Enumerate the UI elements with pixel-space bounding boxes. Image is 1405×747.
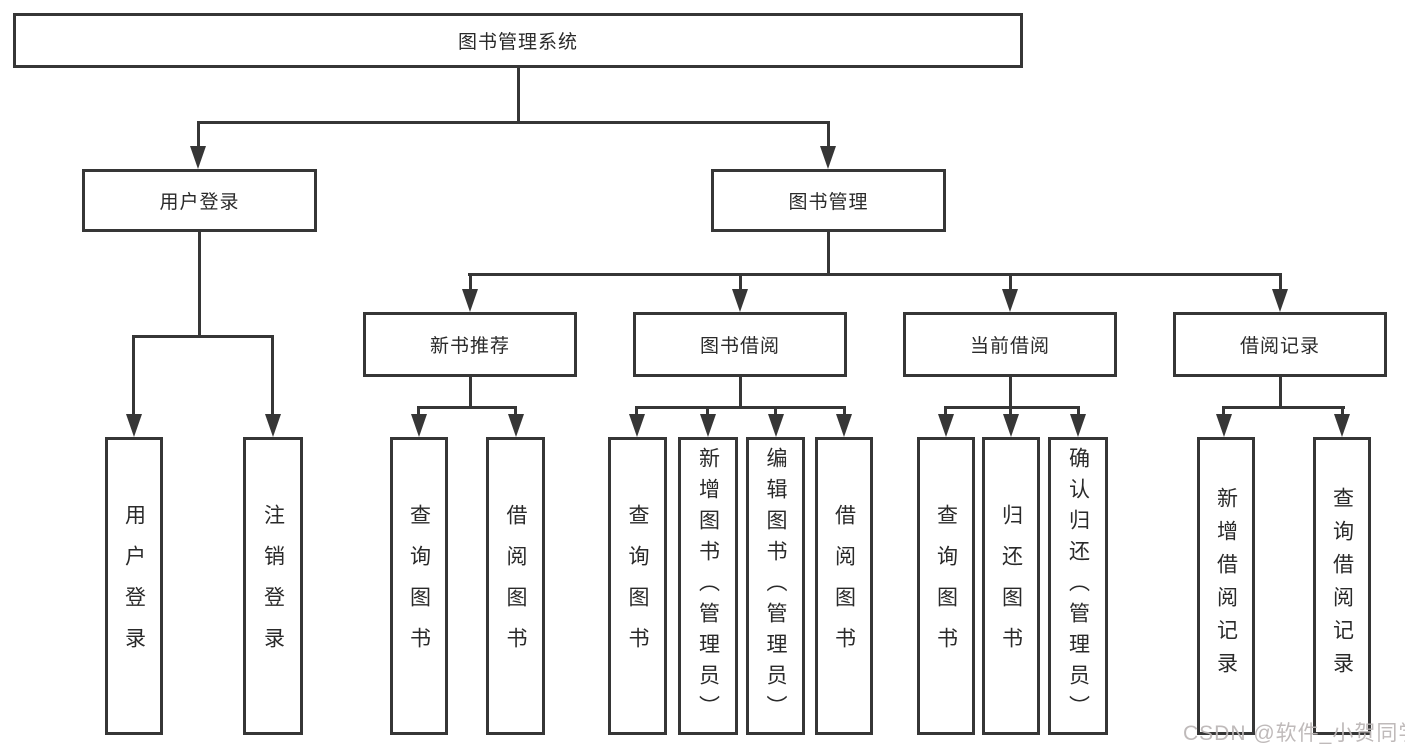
connector-br-query-stem — [1341, 406, 1344, 416]
connector-user-login-down — [198, 232, 201, 335]
connector-book-mgmt-down — [827, 232, 830, 273]
leaf-cb-return-books: 归还图书 — [982, 437, 1040, 735]
leaf-logout: 注销登录 — [243, 437, 303, 735]
leaf-br-query-record: 查询借阅记录 — [1313, 437, 1371, 735]
node-borrow-records: 借阅记录 — [1173, 312, 1387, 377]
connector-borrow-records-rail — [1222, 406, 1345, 409]
connector-cb-return-stem — [1009, 406, 1012, 416]
arrow-to-bb-borrow — [836, 414, 852, 437]
connector-new-books-stem — [469, 273, 472, 293]
connector-cb-confirm-stem — [1077, 406, 1080, 416]
connector-new-books-down — [469, 377, 472, 406]
leaf-nb-query-books: 查询图书 — [390, 437, 448, 735]
connector-nb-query-stem — [417, 406, 420, 416]
node-current-borrow: 当前借阅 — [903, 312, 1117, 377]
leaf-bb-query-books-label: 查询图书 — [626, 504, 649, 668]
node-new-books: 新书推荐 — [363, 312, 577, 377]
arrow-to-bb-edit — [768, 414, 784, 437]
leaf-bb-query-books: 查询图书 — [608, 437, 667, 735]
connector-leaf-login-stem — [132, 335, 135, 415]
connector-new-books-rail — [417, 406, 517, 409]
arrow-to-cb-return — [1003, 414, 1019, 437]
arrow-to-cb-query — [938, 414, 954, 437]
arrow-to-new-books — [462, 289, 478, 312]
arrow-to-bb-add — [700, 414, 716, 437]
leaf-bb-edit-books: 编辑图书（管理员） — [746, 437, 805, 735]
leaf-nb-query-books-label: 查询图书 — [407, 504, 431, 668]
connector-bb-edit-stem — [774, 406, 777, 416]
leaf-user-login-label: 用户登录 — [122, 504, 146, 668]
node-book-mgmt-label: 图书管理 — [788, 192, 869, 213]
connector-borrow-records-stem — [1279, 273, 1282, 293]
connector-book-borrow-rail — [635, 406, 846, 409]
connector-root-stem — [517, 68, 520, 121]
arrow-to-nb-query — [411, 414, 427, 437]
leaf-user-login: 用户登录 — [105, 437, 163, 735]
arrow-to-bb-query — [629, 414, 645, 437]
arrow-to-leaf-login — [126, 414, 142, 437]
leaf-cb-confirm-return: 确认归还（管理员） — [1048, 437, 1108, 735]
leaf-logout-label: 注销登录 — [261, 504, 285, 668]
connector-current-borrow-down — [1009, 377, 1012, 406]
node-root: 图书管理系统 — [13, 13, 1023, 68]
node-user-login-label: 用户登录 — [159, 192, 240, 213]
leaf-bb-borrow-books-label: 借阅图书 — [832, 504, 856, 668]
connector-level2-rail — [197, 121, 830, 124]
leaf-br-add-record-label: 新增借阅记录 — [1214, 487, 1238, 685]
leaf-nb-borrow-books: 借阅图书 — [486, 437, 545, 735]
node-book-borrow: 图书借阅 — [633, 312, 847, 377]
connector-book-borrow-down — [739, 377, 742, 406]
arrow-to-borrow-records — [1272, 289, 1288, 312]
connector-bb-add-stem — [706, 406, 709, 416]
node-book-borrow-label: 图书借阅 — [699, 336, 780, 357]
node-borrow-records-label: 借阅记录 — [1239, 336, 1320, 357]
csdn-watermark: CSDN @软件_小贺同学 — [1183, 722, 1405, 745]
connector-bb-borrow-stem — [843, 406, 846, 416]
node-book-mgmt: 图书管理 — [711, 169, 946, 232]
leaf-bb-borrow-books: 借阅图书 — [815, 437, 873, 735]
arrow-to-book-mgmt — [820, 146, 836, 169]
connector-level3-rail — [468, 273, 1281, 276]
arrow-to-nb-borrow — [508, 414, 524, 437]
connector-user-login-stem — [197, 121, 200, 150]
leaf-bb-add-books: 新增图书（管理员） — [678, 437, 738, 735]
leaf-bb-edit-books-label: 编辑图书（管理员） — [764, 446, 787, 726]
leaf-nb-borrow-books-label: 借阅图书 — [504, 504, 527, 668]
arrow-to-current-borrow — [1002, 289, 1018, 312]
connector-book-borrow-stem — [739, 273, 742, 293]
leaf-cb-confirm-return-label: 确认归还（管理员） — [1066, 446, 1090, 726]
arrow-to-cb-confirm — [1070, 414, 1086, 437]
leaf-br-query-record-label: 查询借阅记录 — [1330, 487, 1354, 685]
leaf-cb-return-books-label: 归还图书 — [999, 504, 1023, 668]
connector-borrow-records-down — [1279, 377, 1282, 406]
connector-nb-borrow-stem — [514, 406, 517, 416]
connector-current-borrow-stem — [1009, 273, 1012, 293]
connector-leaf-logout-stem — [271, 335, 274, 415]
arrow-to-book-borrow — [732, 289, 748, 312]
arrow-to-br-query — [1334, 414, 1350, 437]
connector-br-add-stem — [1222, 406, 1225, 416]
connector-book-mgmt-stem — [827, 121, 830, 150]
leaf-bb-add-books-label: 新增图书（管理员） — [696, 446, 720, 726]
leaf-br-add-record: 新增借阅记录 — [1197, 437, 1255, 735]
connector-cb-query-stem — [944, 406, 947, 416]
leaf-cb-query-books-label: 查询图书 — [934, 504, 958, 668]
node-user-login: 用户登录 — [82, 169, 317, 232]
arrow-to-br-add — [1216, 414, 1232, 437]
node-new-books-label: 新书推荐 — [429, 336, 510, 357]
connector-current-borrow-rail — [944, 406, 1080, 409]
connector-bb-query-stem — [635, 406, 638, 416]
arrow-to-user-login — [190, 146, 206, 169]
arrow-to-leaf-logout — [265, 414, 281, 437]
node-root-label: 图书管理系统 — [457, 32, 578, 53]
node-current-borrow-label: 当前借阅 — [969, 336, 1050, 357]
connector-user-login-rail — [132, 335, 274, 338]
leaf-cb-query-books: 查询图书 — [917, 437, 975, 735]
